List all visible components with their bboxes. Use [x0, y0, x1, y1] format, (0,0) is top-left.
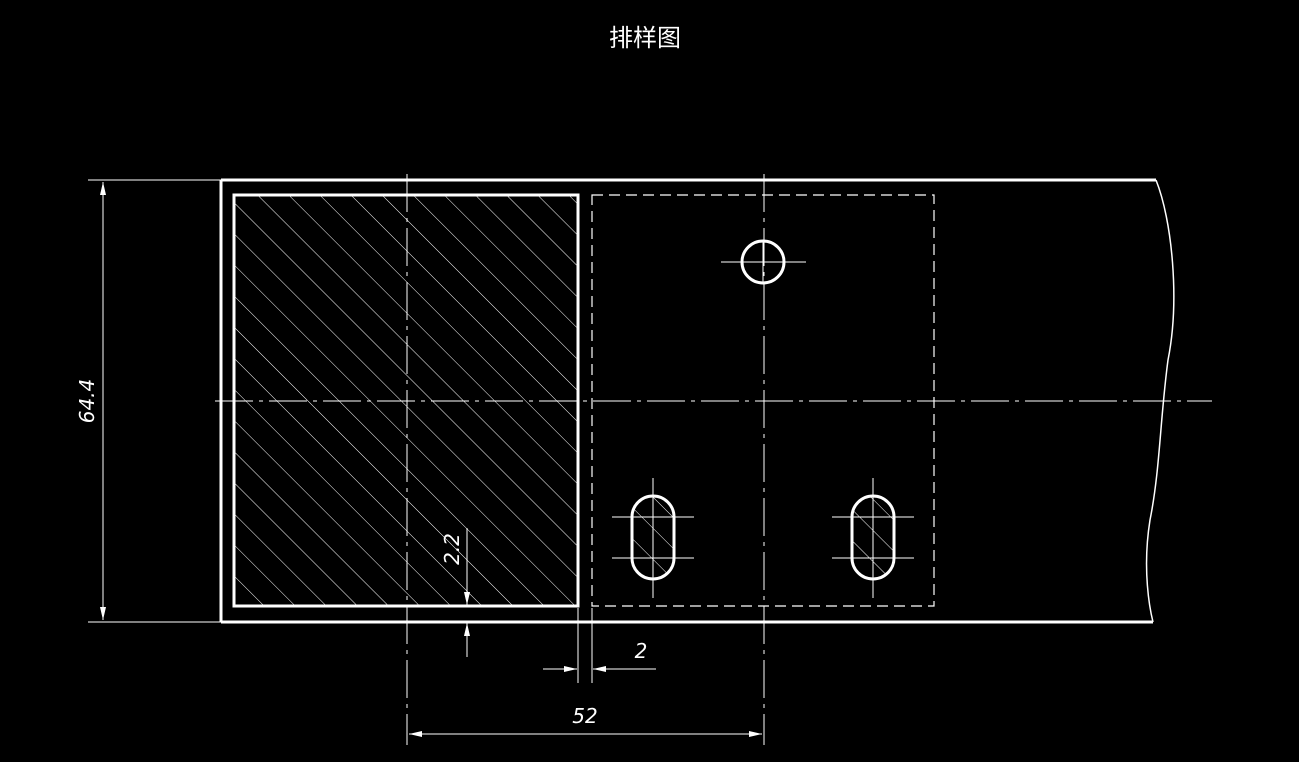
center-lines	[215, 174, 1212, 745]
dimension-gap	[543, 608, 656, 683]
slot-right	[832, 478, 914, 598]
dimension-edge-margin-label: 2.2	[440, 533, 464, 565]
dimension-strip-width	[88, 179, 221, 623]
dimension-pitch-label: 52	[572, 704, 597, 728]
drawing-title: 排样图	[609, 24, 681, 52]
pilot-hole	[721, 239, 806, 285]
dimension-gap-label: 2	[635, 639, 648, 663]
dimension-strip-width-label: 64.4	[75, 379, 99, 424]
slot-left	[612, 478, 694, 598]
